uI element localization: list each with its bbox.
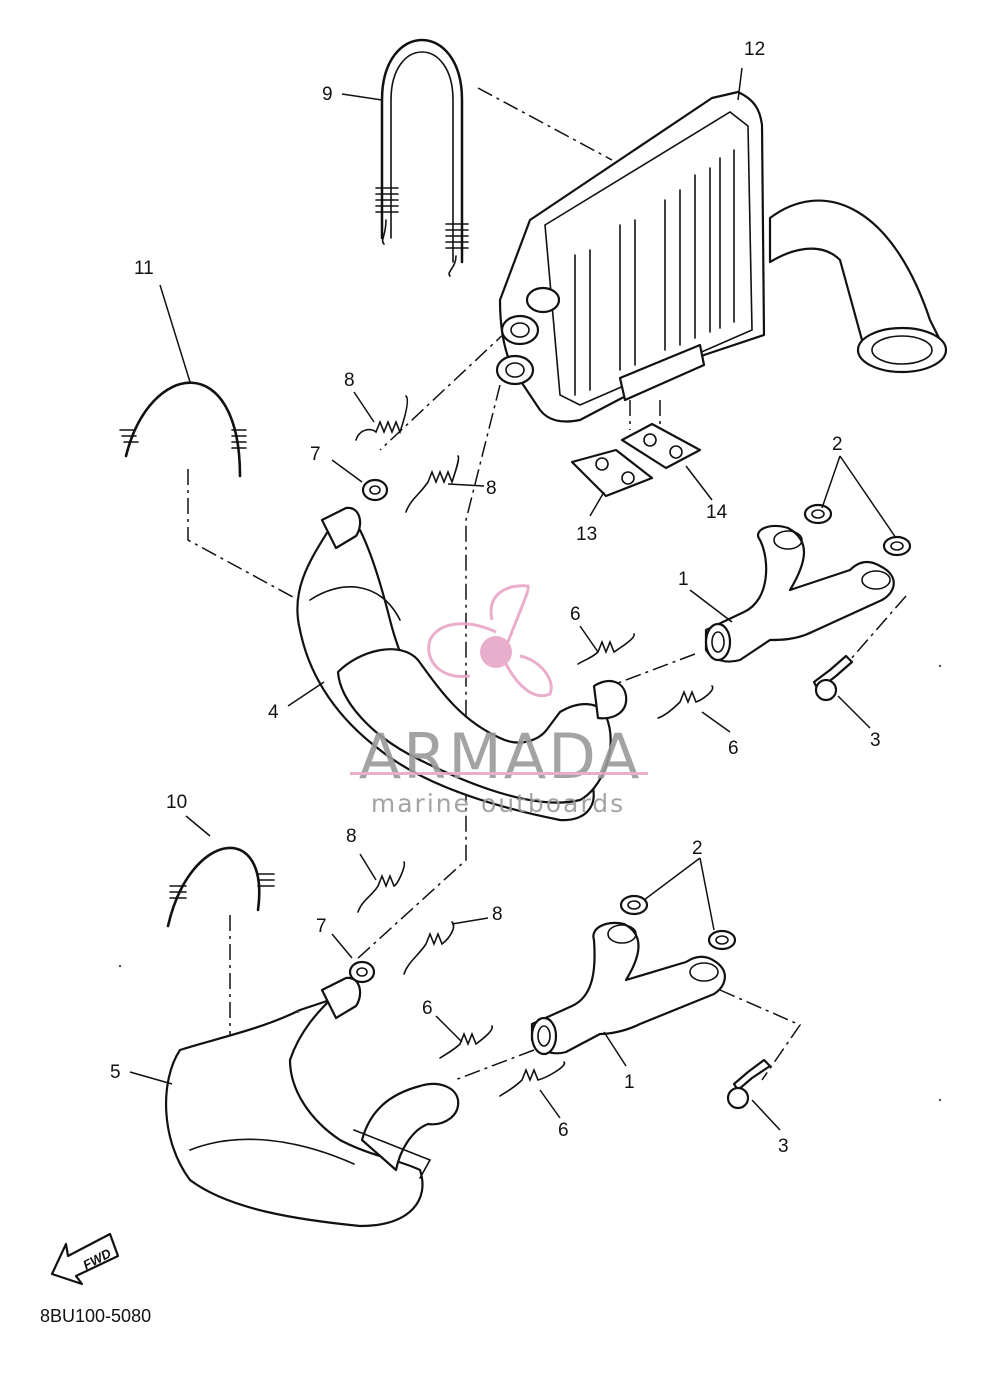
- callout-14: 14: [706, 502, 728, 523]
- callout-3: 3: [778, 1136, 789, 1157]
- expansion-chamber-5: [164, 976, 460, 1228]
- watermark-tagline: marine outboards: [371, 789, 625, 818]
- callout-2: 2: [692, 838, 703, 859]
- callout-1: 1: [678, 569, 689, 590]
- forward-direction-arrow: FWD: [50, 1232, 120, 1286]
- muffler-12: [495, 90, 948, 423]
- armada-watermark: ARMADA marine outboards: [350, 584, 648, 818]
- watermark-divider: [350, 772, 648, 775]
- callout-6: 6: [558, 1120, 569, 1141]
- callout-6: 6: [422, 998, 433, 1019]
- bracket-14: [620, 422, 702, 470]
- catalog-code: 8BU100-5080: [40, 1306, 151, 1326]
- muffler-inlet-pipes: [495, 286, 561, 386]
- callout-12: 12: [744, 39, 765, 60]
- bracket-13: [570, 448, 654, 498]
- callout-2: 2: [832, 434, 843, 455]
- callout-6: 6: [570, 604, 581, 625]
- expansion-chamber-4: [296, 506, 628, 822]
- scan-specks: [118, 664, 942, 1102]
- propeller-logo-icon: [427, 584, 553, 697]
- callout-8: 8: [486, 478, 497, 499]
- spring-hanger-9: [375, 38, 469, 277]
- callout-6: 6: [728, 738, 739, 759]
- callout-8: 8: [492, 904, 503, 925]
- callout-labels: 12 9 11 8 7 8 13 14 2 1 6 4 6 3 10 8 2 8…: [110, 39, 881, 1157]
- exhaust-manifold-1-upper: [704, 524, 895, 663]
- callout-3: 3: [870, 730, 881, 751]
- callout-4: 4: [268, 702, 279, 723]
- callout-10: 10: [166, 792, 187, 813]
- spring-hanger-11: [119, 381, 247, 478]
- exhaust-manifold-1-lower: [530, 921, 726, 1056]
- callout-7: 7: [310, 444, 321, 465]
- watermark-brand: ARMADA: [359, 720, 641, 793]
- callout-8: 8: [346, 826, 357, 847]
- springs: [355, 395, 714, 1097]
- spring-hanger-10: [166, 846, 275, 928]
- callout-13: 13: [576, 524, 597, 545]
- callout-9: 9: [322, 84, 333, 105]
- callout-7: 7: [316, 916, 327, 937]
- callout-8: 8: [344, 370, 355, 391]
- callout-1: 1: [624, 1072, 635, 1093]
- callout-leaders: [129, 67, 897, 1131]
- callout-11: 11: [134, 258, 154, 279]
- gaskets: [348, 478, 912, 984]
- bolts: [726, 654, 854, 1110]
- callout-5: 5: [110, 1062, 121, 1083]
